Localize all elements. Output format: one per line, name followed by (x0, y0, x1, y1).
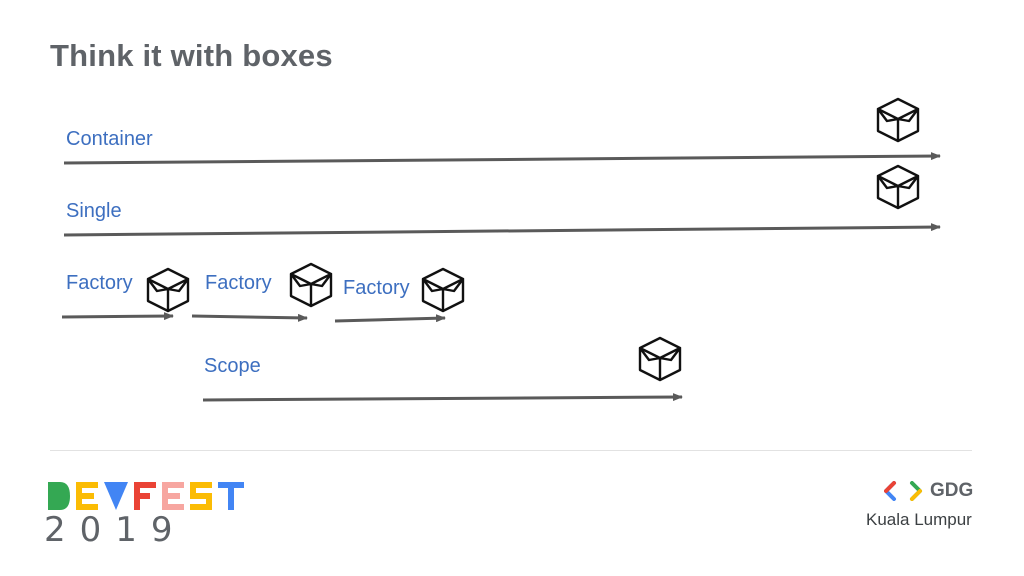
lifecycle-diagram (61, 97, 941, 402)
label-factory-3: Factory (343, 277, 410, 299)
label-scope: Scope (204, 355, 261, 377)
box-icon-factory-3 (421, 267, 465, 313)
box-icon-scope (638, 336, 682, 382)
label-factory-2: Factory (205, 272, 272, 294)
gdg-brand: GDG (884, 480, 973, 502)
label-factory-1: Factory (66, 272, 133, 294)
slide-title: Think it with boxes (50, 38, 333, 73)
box-icon-factory-2 (289, 262, 333, 308)
arrow-scope (202, 393, 683, 402)
label-container: Container (66, 128, 153, 150)
arrow-factory-1 (61, 312, 174, 321)
devfest-logo (48, 482, 244, 510)
arrow-single (63, 223, 941, 237)
box-icon-single (876, 164, 920, 210)
label-single: Single (66, 200, 122, 222)
footer-divider (50, 450, 972, 451)
box-icon-factory-1 (146, 267, 190, 313)
arrow-factory-3 (334, 314, 446, 323)
footer-year: 2019 (44, 510, 187, 550)
gdg-city: Kuala Lumpur (866, 510, 972, 529)
arrow-factory-2 (191, 313, 308, 322)
gdg-chevrons-icon (884, 481, 922, 501)
gdg-label: GDG (930, 480, 974, 501)
arrow-container (63, 152, 941, 165)
box-icon-container (876, 97, 920, 143)
